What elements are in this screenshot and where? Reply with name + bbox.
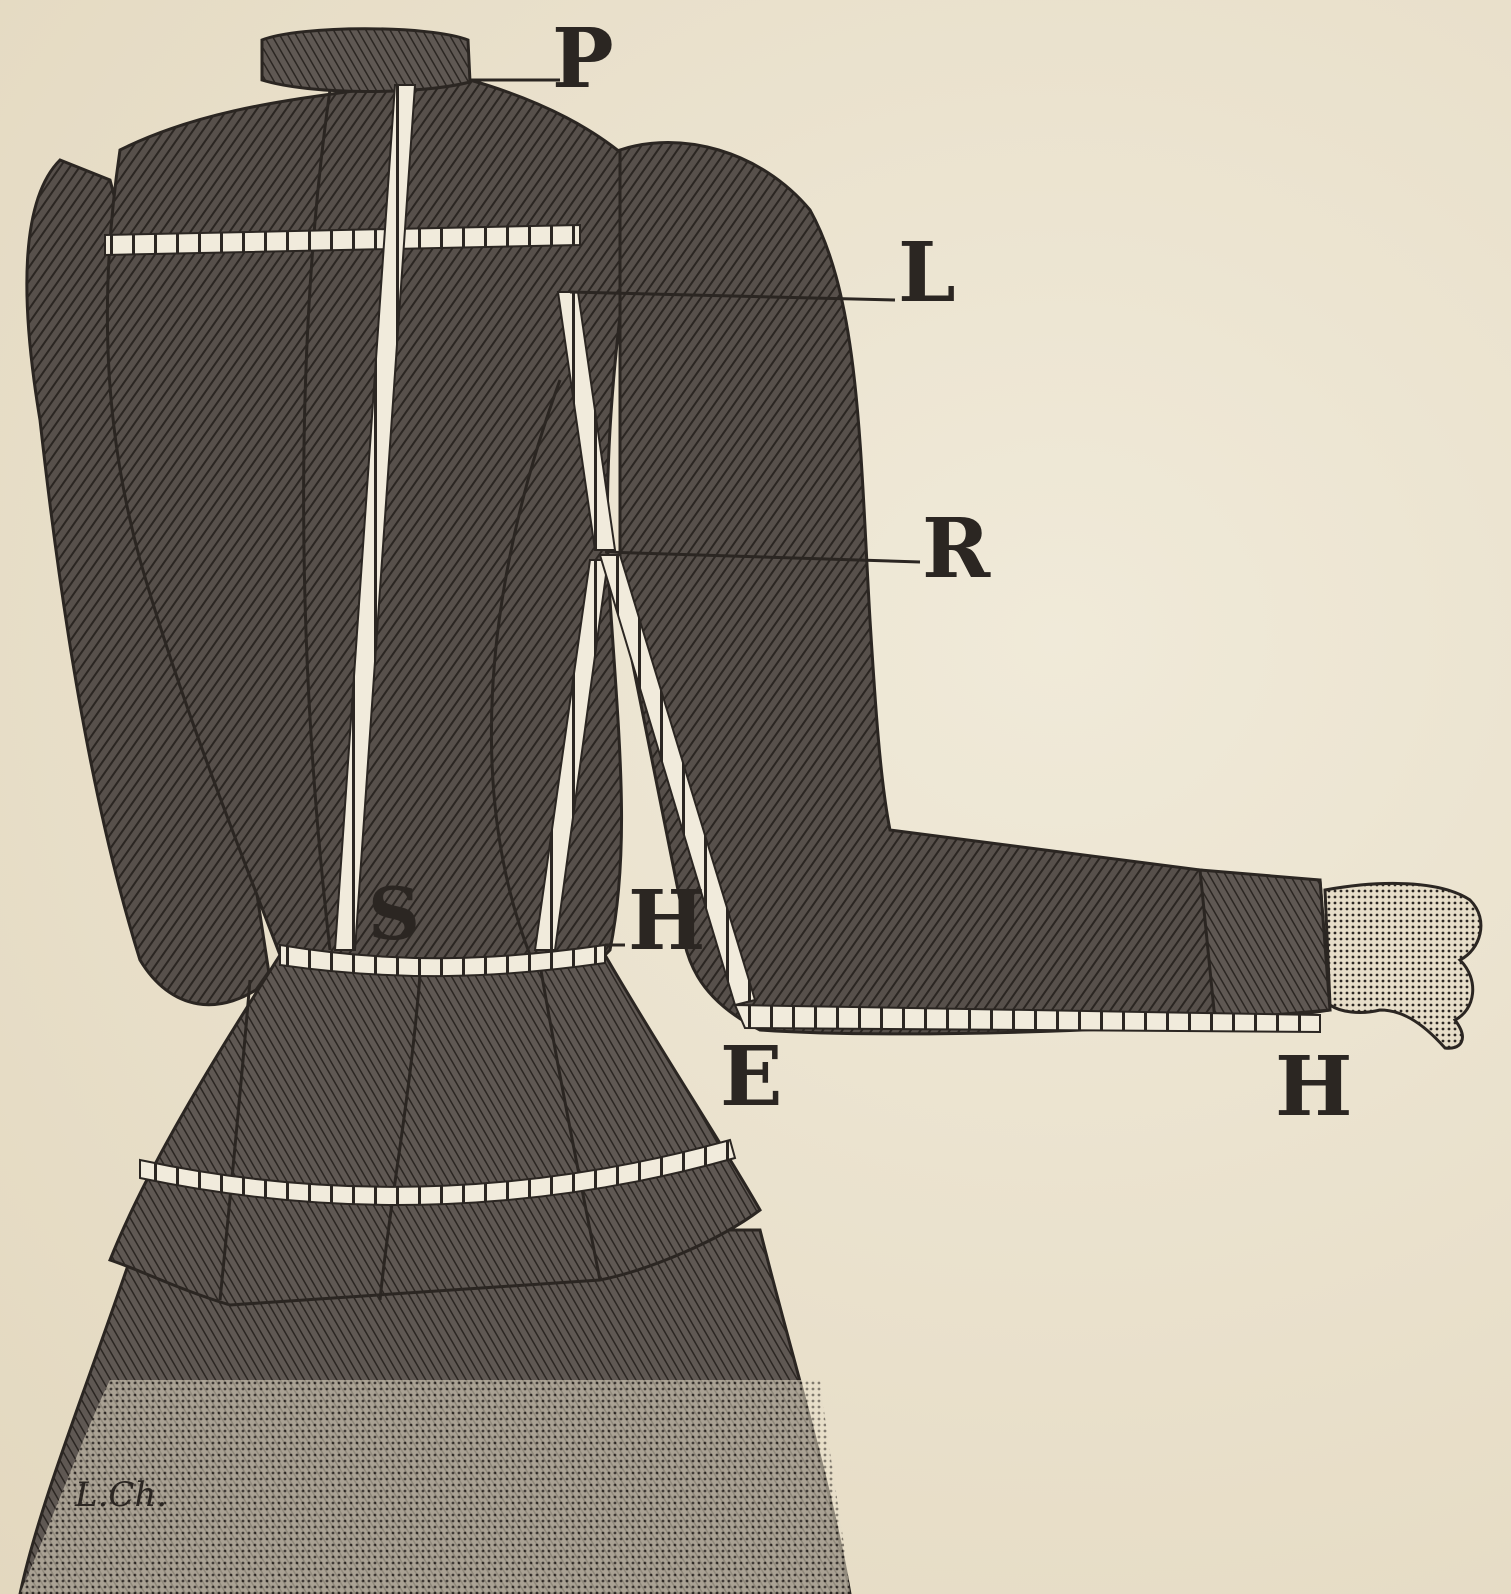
artist-signature: L.Ch. [75, 1475, 167, 1515]
label-p: P [552, 18, 614, 100]
label-l: L [898, 232, 956, 314]
peplum [110, 955, 760, 1305]
cuff [1200, 870, 1330, 1020]
hand [1325, 883, 1481, 1048]
label-h-waist: H [628, 880, 705, 962]
label-r: R [922, 508, 990, 590]
label-s: S [368, 878, 420, 950]
collar [262, 29, 470, 92]
label-e: E [720, 1036, 783, 1118]
label-h-wrist: H [1275, 1046, 1352, 1128]
